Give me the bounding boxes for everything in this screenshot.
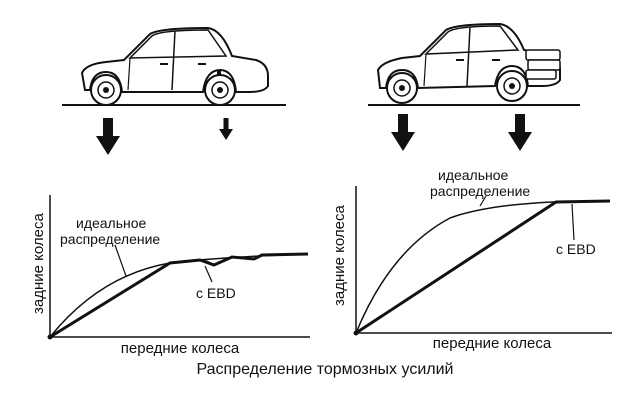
ideal-label-right-line1: идеальное xyxy=(438,167,509,183)
ideal-pointer-left xyxy=(114,244,127,277)
y-axis-label-left: задние колеса xyxy=(30,213,47,314)
ideal-label-left-line1: идеальное xyxy=(76,215,147,231)
ideal-curve-left xyxy=(49,253,309,338)
figure-caption: Распределение тормозных усилий xyxy=(196,361,454,378)
car-normal-load xyxy=(62,26,286,106)
ideal-label-right-line2: распределение xyxy=(430,183,531,199)
ebd-pointer-right xyxy=(571,203,575,241)
trunk-cargo xyxy=(525,49,561,80)
front-wheel-right xyxy=(386,72,418,104)
x-axis-label-right: передние колеса xyxy=(432,335,552,352)
ideal-pointer-right xyxy=(479,195,487,207)
plot-left xyxy=(47,195,310,340)
rear-load-arrow-right xyxy=(508,114,532,151)
front-wheel-left xyxy=(90,74,122,106)
car-heavy-load xyxy=(368,22,580,106)
rear-wheel-left xyxy=(204,74,236,106)
ideal-curve-right xyxy=(355,200,611,334)
plot-right xyxy=(353,186,612,336)
ebd-pointer-left xyxy=(204,265,213,283)
y-axis-label-right: задние колеса xyxy=(331,205,348,306)
rear-wheel-right xyxy=(496,70,528,102)
ebd-label-left: с EBD xyxy=(196,285,236,301)
ebd-line-left xyxy=(49,252,309,339)
ideal-label-left-line2: распределение xyxy=(60,231,161,247)
ebd-label-right: с EBD xyxy=(556,241,596,257)
rear-load-arrow-left xyxy=(219,118,233,140)
ebd-line-right xyxy=(355,199,611,335)
x-axis-label-left: передние колеса xyxy=(120,340,240,357)
front-load-arrow-left xyxy=(96,118,120,155)
front-load-arrow-right xyxy=(391,114,415,151)
